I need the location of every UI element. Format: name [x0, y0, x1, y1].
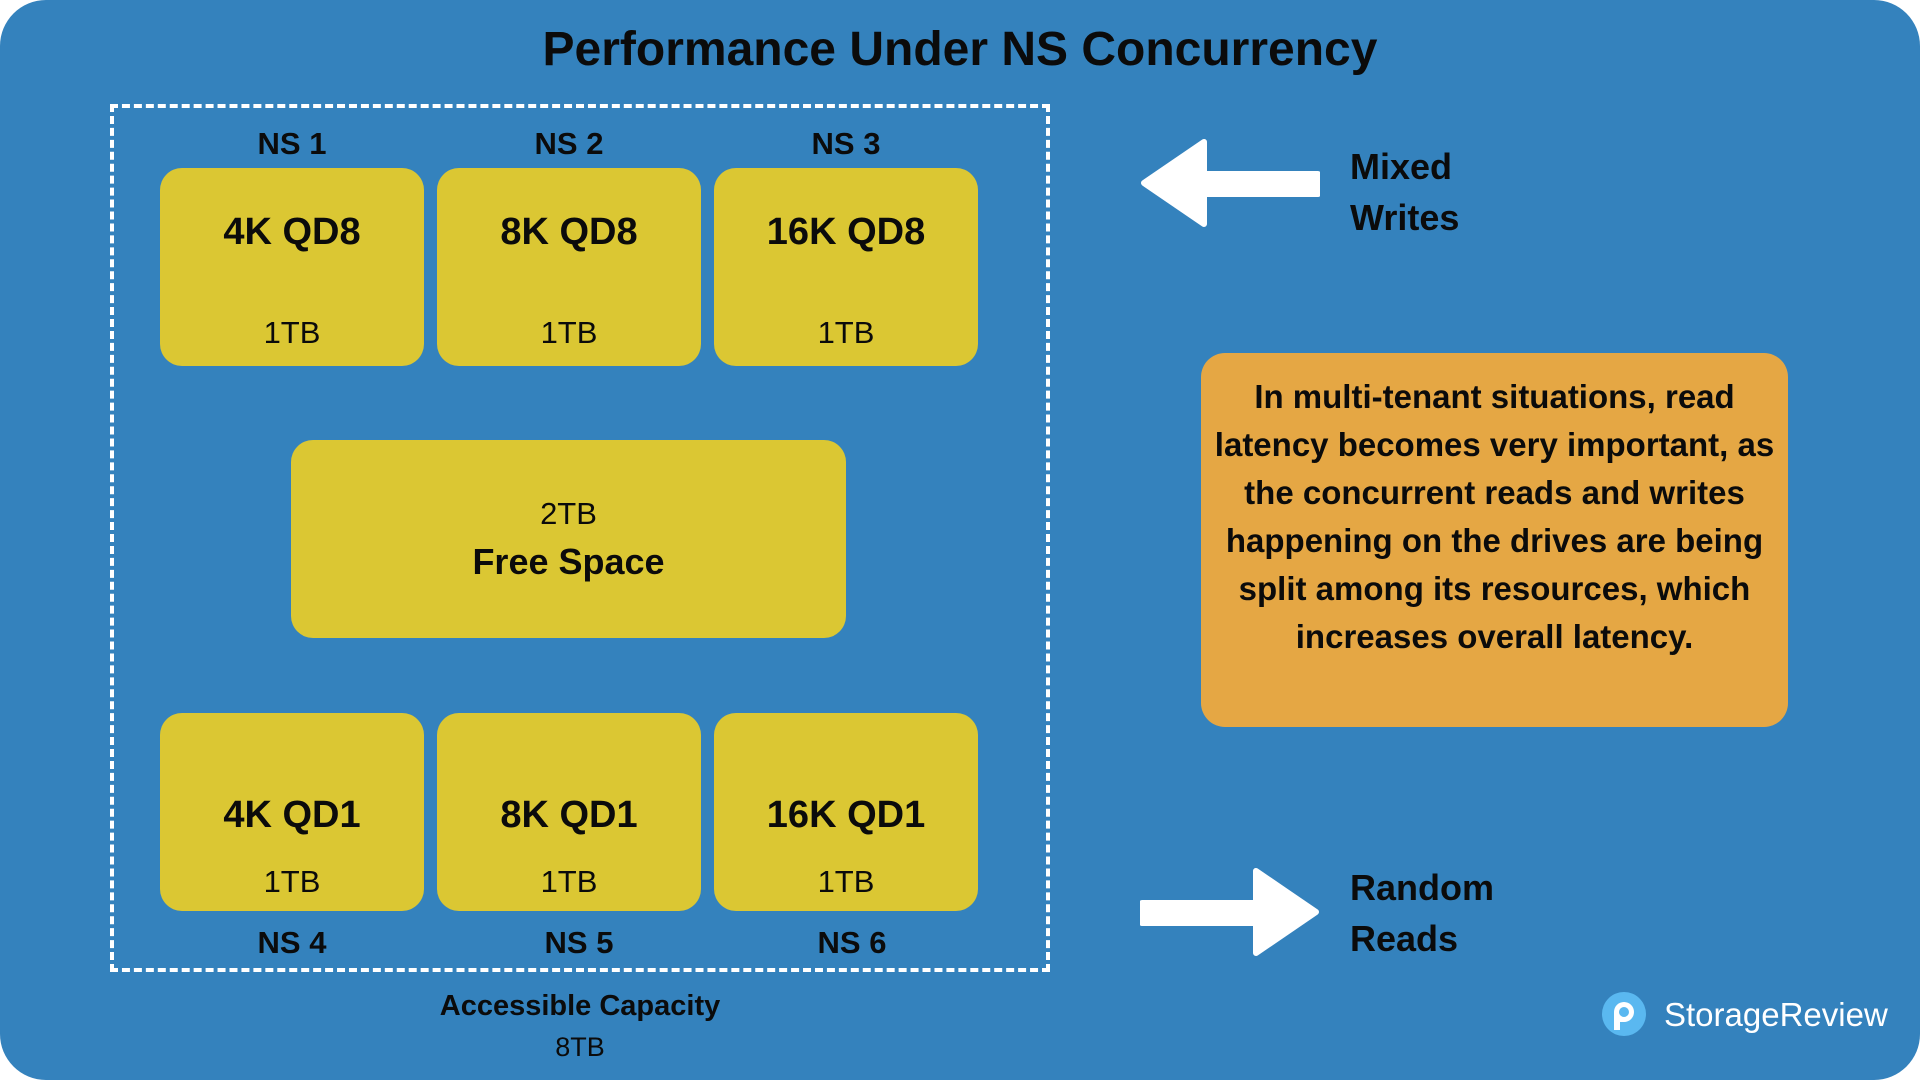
size-label: 1TB — [540, 864, 598, 899]
workload-label: 8K QD1 — [500, 794, 638, 836]
free-space-size: 2TB — [540, 496, 597, 531]
accessible-capacity-value: 8TB — [555, 1032, 605, 1062]
workload-label: 16K QD1 — [766, 794, 926, 836]
ns-label-3: NS 3 — [811, 126, 881, 161]
workload-label: 4K QD1 — [223, 794, 361, 836]
mixed-writes-label: Mixed Writes — [1350, 146, 1460, 238]
arrow-right-icon — [1140, 868, 1319, 956]
brand-mark: StorageReview — [1600, 988, 1900, 1044]
arrow-left-icon — [1141, 139, 1320, 227]
namespace-block-2: 8K QD8 1TB — [437, 168, 701, 366]
size-label: 1TB — [540, 315, 598, 350]
size-label: 1TB — [817, 864, 875, 899]
diagram-title: Performance Under NS Concurrency — [542, 23, 1378, 76]
workload-label: 16K QD8 — [766, 211, 926, 253]
workload-label: 4K QD8 — [223, 211, 361, 253]
namespace-block-5: 8K QD1 1TB — [437, 713, 701, 911]
size-label: 1TB — [263, 315, 321, 350]
brand-name: StorageReview — [1664, 996, 1888, 1033]
free-space-block: 2TB Free Space — [291, 440, 846, 638]
namespace-block-6: 16K QD1 1TB — [714, 713, 978, 911]
namespace-block-1: 4K QD8 1TB — [160, 168, 424, 366]
storagereview-logo-icon — [1602, 992, 1646, 1036]
ns-label-1: NS 1 — [257, 126, 327, 161]
latency-note: In multi-tenant situations, read latency… — [1201, 353, 1788, 727]
accessible-capacity-label: Accessible Capacity — [439, 990, 721, 1022]
free-space-label: Free Space — [472, 541, 665, 582]
namespace-block-3: 16K QD8 1TB — [714, 168, 978, 366]
workload-label: 8K QD8 — [500, 211, 638, 253]
ns-label-4: NS 4 — [257, 925, 327, 960]
ns-label-2: NS 2 — [534, 126, 604, 161]
size-label: 1TB — [263, 864, 321, 899]
accessible-capacity-boundary — [110, 104, 1050, 972]
size-label: 1TB — [817, 315, 875, 350]
random-reads-label: Random Reads — [1350, 867, 1494, 959]
ns-label-6: NS 6 — [817, 925, 887, 960]
namespace-block-4: 4K QD1 1TB — [160, 713, 424, 911]
ns-label-5: NS 5 — [544, 925, 614, 960]
